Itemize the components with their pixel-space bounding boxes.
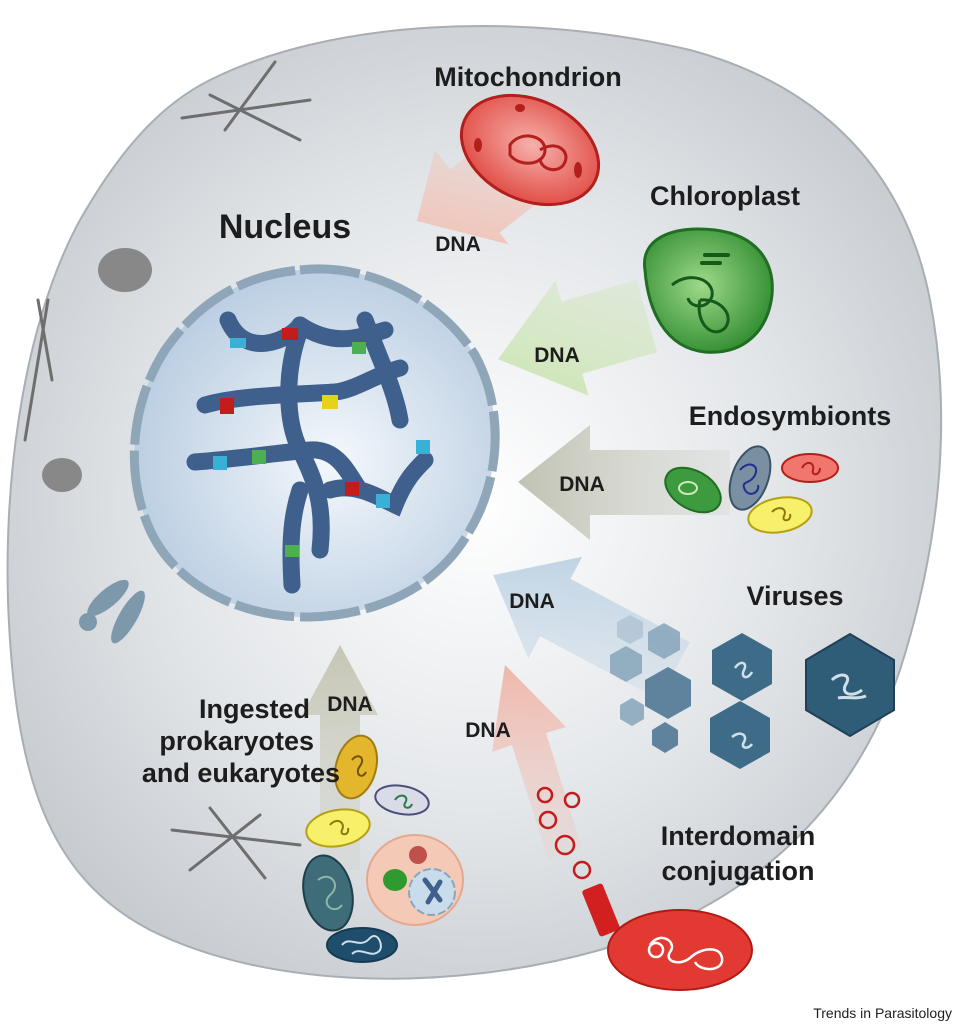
- label-ingested-line3: and eukaryotes: [142, 758, 340, 788]
- label-mitochondrion: Mitochondrion: [434, 62, 621, 92]
- dna-label-ingested: DNA: [327, 693, 373, 716]
- arrow-endosymbionts: [518, 425, 730, 540]
- label-interdomain-line1: Interdomain: [661, 821, 816, 851]
- label-chloroplast: Chloroplast: [650, 181, 800, 211]
- arrow-interdomain: [492, 665, 582, 860]
- granule-upper: [98, 248, 152, 292]
- cytoskeleton-fiber-top: [180, 60, 312, 142]
- vacuole-left: [79, 579, 145, 644]
- label-ingested-line2: prokaryotes: [159, 726, 314, 756]
- cytoskeleton-fiber-left: [23, 298, 54, 442]
- conjugation-donor: [536, 786, 753, 991]
- granule-lower: [42, 458, 82, 492]
- nucleus: [129, 264, 500, 622]
- dna-label-chloroplast: DNA: [534, 344, 580, 367]
- chloroplast: [642, 227, 774, 354]
- arrow-chloroplast: [497, 279, 658, 396]
- label-viruses: Viruses: [746, 581, 843, 611]
- label-interdomain-line2: conjugation: [662, 856, 815, 886]
- virus-particles: [610, 615, 895, 769]
- mitochondrion: [459, 93, 601, 207]
- dna-label-mitochondrion: DNA: [435, 233, 481, 256]
- gene-bands: [213, 328, 430, 557]
- dna-label-endosymbionts: DNA: [559, 473, 605, 496]
- dna-label-viruses: DNA: [509, 590, 555, 613]
- journal-credit: Trends in Parasitology: [813, 1005, 952, 1021]
- label-endosymbionts: Endosymbionts: [689, 401, 892, 431]
- ingested-organisms: [302, 734, 464, 963]
- endosymbiont-cells: [664, 445, 839, 534]
- label-nucleus: Nucleus: [219, 208, 351, 246]
- dna-label-interdomain: DNA: [465, 719, 511, 742]
- label-ingested-line1: Ingested: [199, 694, 310, 724]
- cytoskeleton-fiber-bottom: [170, 806, 302, 880]
